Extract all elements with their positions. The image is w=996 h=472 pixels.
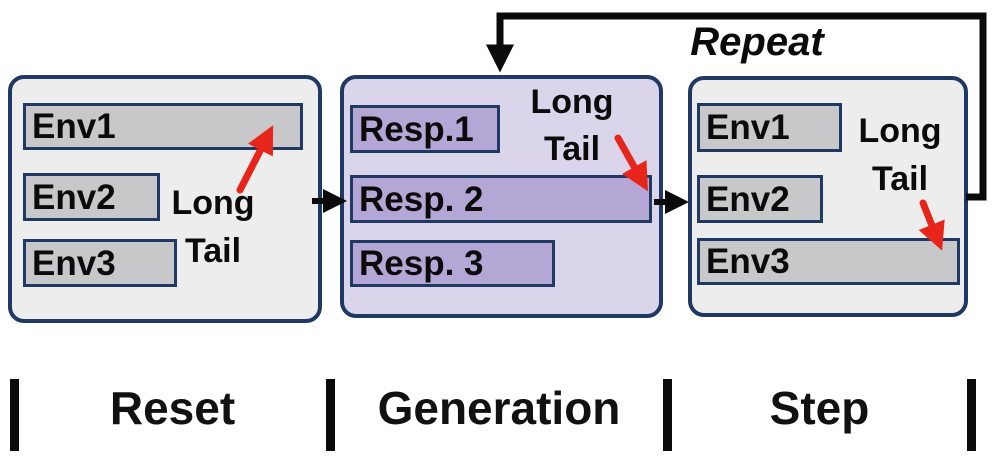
step-env2-bar: Env2 bbox=[697, 175, 823, 223]
long-tail-line2: Tail bbox=[184, 232, 242, 270]
generation-panel: Resp.1 Resp. 2 Resp. 3 Long Tail bbox=[340, 75, 663, 318]
reset-env3-bar: Env3 bbox=[23, 239, 177, 287]
generation-resp2-label: Resp. 2 bbox=[359, 179, 484, 219]
generation-resp1-label: Resp.1 bbox=[359, 109, 474, 149]
step-env1-label: Env1 bbox=[706, 108, 790, 147]
long-tail-line2: Tail bbox=[871, 160, 929, 198]
stage-label-reset: Reset bbox=[109, 382, 236, 434]
stage-divider bbox=[967, 379, 976, 451]
reset-panel: Env1 Env2 Env3 Long Tail bbox=[8, 75, 322, 323]
stage-label-step: Step bbox=[769, 382, 870, 434]
long-tail-line1: Long bbox=[858, 112, 942, 150]
repeat-label: Repeat bbox=[690, 20, 824, 64]
stage-divider bbox=[326, 379, 335, 451]
reset-env1-label: Env1 bbox=[32, 107, 116, 146]
step-panel: Env1 Env2 Env3 Long Tail bbox=[688, 76, 968, 317]
reset-env2-label: Env2 bbox=[32, 177, 116, 217]
generation-long-tail-annotation: Long Tail bbox=[513, 79, 631, 173]
generation-resp2-bar: Resp. 2 bbox=[350, 175, 652, 223]
long-tail-line1: Long bbox=[530, 83, 614, 121]
reset-env1-bar: Env1 bbox=[23, 103, 303, 150]
step-env2-label: Env2 bbox=[706, 179, 790, 219]
long-tail-line2: Tail bbox=[543, 130, 601, 168]
step-env1-bar: Env1 bbox=[697, 103, 842, 152]
long-tail-line1: Long bbox=[171, 184, 255, 222]
step-env3-label: Env3 bbox=[706, 242, 790, 281]
step-env3-bar: Env3 bbox=[697, 238, 960, 285]
stage-divider bbox=[10, 379, 19, 451]
reset-env2-bar: Env2 bbox=[23, 173, 160, 221]
generation-resp1-bar: Resp.1 bbox=[350, 105, 500, 153]
reset-env3-label: Env3 bbox=[32, 243, 116, 283]
stage-divider bbox=[663, 379, 672, 451]
reset-long-tail-annotation: Long Tail bbox=[154, 179, 272, 275]
generation-resp3-label: Resp. 3 bbox=[359, 244, 484, 283]
step-long-tail-annotation: Long Tail bbox=[841, 107, 959, 203]
generation-resp3-bar: Resp. 3 bbox=[350, 240, 555, 287]
stage-label-generation: Generation bbox=[377, 382, 621, 434]
